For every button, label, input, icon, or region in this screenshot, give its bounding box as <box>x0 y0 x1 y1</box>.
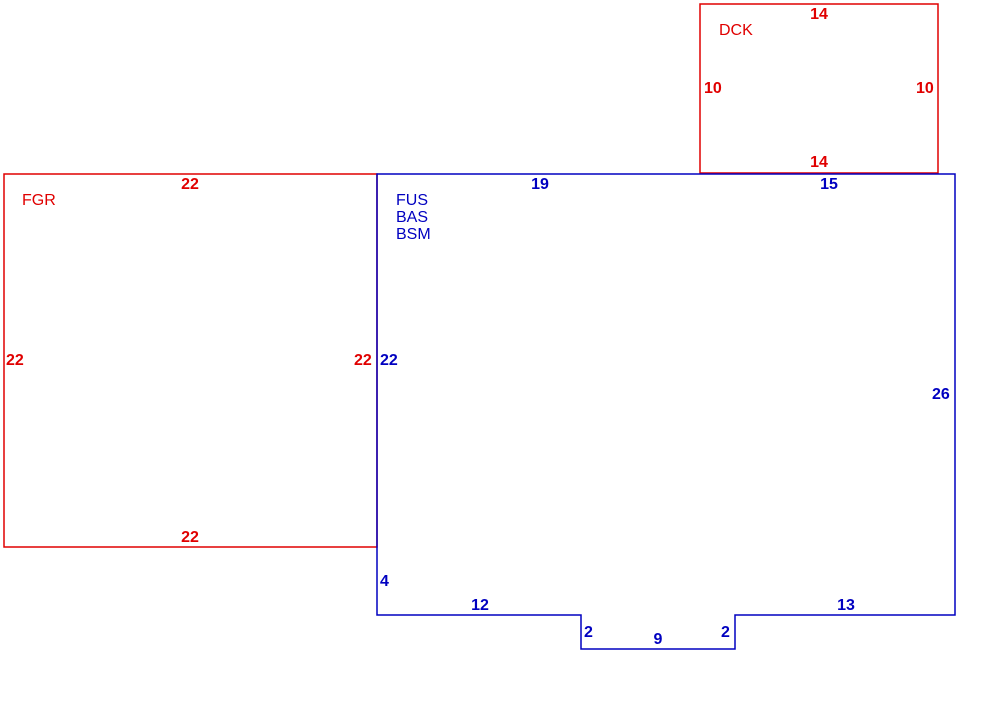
deck-area: DCK 14 10 10 14 <box>699 3 939 174</box>
house-left-lower-dimension: 4 <box>380 573 389 590</box>
house-bottom-left-dimension: 12 <box>471 597 489 614</box>
garage-right-dimension: 22 <box>354 352 372 369</box>
house-bottom-right-dimension: 13 <box>837 597 855 614</box>
house-code-3: BSM <box>396 226 431 243</box>
garage-area: FGR 22 22 22 22 <box>3 173 378 548</box>
deck-left-dimension: 10 <box>704 80 722 97</box>
house-outline <box>376 173 956 650</box>
house-notch-bottom-dimension: 9 <box>654 631 663 648</box>
house-notch-left-dimension: 2 <box>584 624 593 641</box>
house-right-dimension: 26 <box>932 386 950 403</box>
garage-top-dimension: 22 <box>181 176 199 193</box>
house-top-right-dimension: 15 <box>820 176 838 193</box>
deck-right-dimension: 10 <box>916 80 934 97</box>
deck-outline <box>699 3 939 174</box>
house-left-dimension: 22 <box>380 352 398 369</box>
house-code-1: FUS <box>396 192 428 209</box>
house-area: FUS BAS BSM 19 15 22 26 4 12 2 9 2 13 <box>376 173 956 650</box>
garage-bottom-dimension: 22 <box>181 529 199 546</box>
deck-bottom-dimension: 14 <box>810 154 828 171</box>
house-code-2: BAS <box>396 209 428 226</box>
deck-top-dimension: 14 <box>810 6 828 23</box>
garage-code: FGR <box>22 192 56 209</box>
deck-code: DCK <box>719 22 753 39</box>
garage-outline <box>3 173 378 548</box>
house-top-left-dimension: 19 <box>531 176 549 193</box>
garage-left-dimension: 22 <box>6 352 24 369</box>
house-notch-right-dimension: 2 <box>721 624 730 641</box>
